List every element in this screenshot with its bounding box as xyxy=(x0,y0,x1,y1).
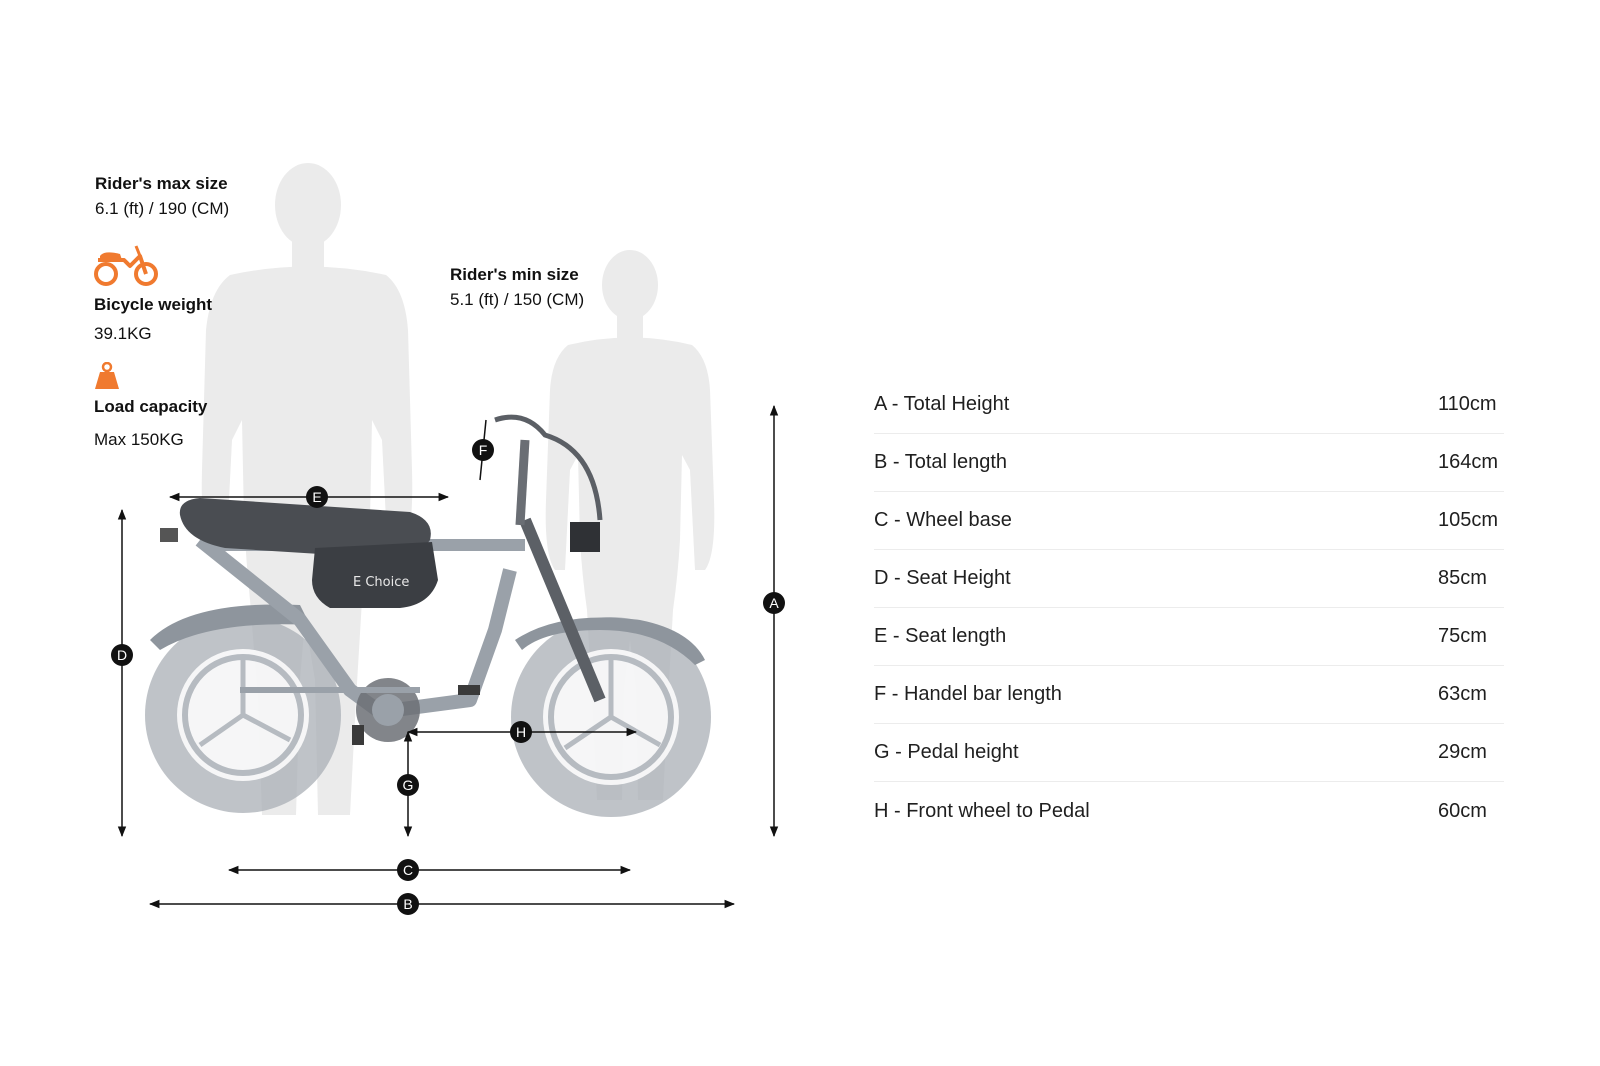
marker-g: G xyxy=(397,774,419,796)
load-capacity-value: Max 150KG xyxy=(94,430,184,449)
load-capacity-label: Load capacity xyxy=(94,397,208,416)
marker-label-d: D xyxy=(117,647,127,663)
spec-label: E - Seat length xyxy=(874,625,1007,647)
marker-label-c: C xyxy=(403,862,413,878)
spec-row: D - Seat Height 85cm xyxy=(874,550,1504,608)
weight-icon xyxy=(95,362,119,389)
brand-logo-text: E Choice xyxy=(353,575,409,590)
rider-max-size: Rider's max size 6.1 (ft) / 190 (CM) xyxy=(95,171,229,221)
bicycle-weight-label: Bicycle weight xyxy=(94,295,213,314)
spec-label: C - Wheel base xyxy=(874,509,1012,531)
spec-label: F - Handel bar length xyxy=(874,683,1062,705)
marker-h: H xyxy=(510,721,532,743)
spec-row: E - Seat length 75cm xyxy=(874,608,1504,666)
rider-min-value: 5.1 (ft) / 150 (CM) xyxy=(450,290,585,309)
bicycle-icon xyxy=(94,245,158,286)
spec-label: A - Total Height xyxy=(874,393,1010,415)
bicycle-weight: Bicycle weight 39.1KG xyxy=(94,242,212,346)
marker-e: E xyxy=(306,486,328,508)
spec-value: 29cm xyxy=(1438,741,1487,763)
marker-label-g: G xyxy=(403,777,414,793)
spec-label: D - Seat Height xyxy=(874,567,1011,589)
marker-c: C xyxy=(397,859,419,881)
spec-row: A - Total Height 110cm xyxy=(874,376,1504,434)
marker-d: D xyxy=(111,644,133,666)
rider-min-size: Rider's min size 5.1 (ft) / 150 (CM) xyxy=(450,262,584,312)
marker-a: A xyxy=(763,592,785,614)
marker-label-a: A xyxy=(769,595,779,611)
marker-label-f: F xyxy=(479,442,488,458)
spec-value: 164cm xyxy=(1438,451,1499,473)
spec-label: G - Pedal height xyxy=(874,741,1019,763)
spec-label: B - Total length xyxy=(874,451,1008,473)
marker-label-e: E xyxy=(312,489,321,505)
marker-f: F xyxy=(472,439,494,461)
spec-value: 63cm xyxy=(1438,683,1487,705)
rider-max-label: Rider's max size xyxy=(95,174,228,193)
rider-min-label: Rider's min size xyxy=(450,265,579,284)
spec-value: 105cm xyxy=(1438,509,1499,531)
spec-value: 85cm xyxy=(1438,567,1487,589)
spec-table: A - Total Height 110cm B - Total length 164… xyxy=(874,376,1504,840)
e-bike-image: E Choice xyxy=(145,414,711,817)
spec-value: 60cm xyxy=(1438,799,1487,822)
rider-min-silhouette xyxy=(545,250,715,800)
spec-row: B - Total length 164cm xyxy=(874,434,1504,492)
marker-b: B xyxy=(397,893,419,915)
spec-row: C - Wheel base 105cm xyxy=(874,492,1504,550)
spec-row: G - Pedal height 29cm xyxy=(874,724,1504,782)
spec-row: H - Front wheel to Pedal 60cm xyxy=(874,782,1504,840)
spec-value: 110cm xyxy=(1438,393,1497,415)
spec-label: H - Front wheel to Pedal xyxy=(874,799,1090,822)
marker-label-h: H xyxy=(516,724,526,740)
spec-value: 75cm xyxy=(1438,625,1487,647)
marker-label-b: B xyxy=(403,896,412,912)
load-capacity: Load capacity Max 150KG xyxy=(94,362,207,452)
rider-max-value: 6.1 (ft) / 190 (CM) xyxy=(95,199,230,218)
spec-row: F - Handel bar length 63cm xyxy=(874,666,1504,724)
bicycle-weight-value: 39.1KG xyxy=(94,324,152,343)
